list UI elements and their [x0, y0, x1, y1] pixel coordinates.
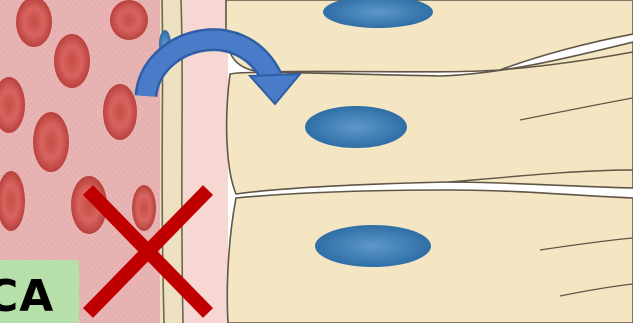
- red-blood-cell: [132, 185, 156, 231]
- label-box: CA: [0, 260, 79, 323]
- epithelial-cells: [226, 0, 633, 323]
- red-blood-cell: [54, 34, 90, 88]
- epithelial-nucleus: [315, 225, 431, 267]
- red-blood-cell: [110, 0, 148, 40]
- epithelial-cell-bottom: [227, 190, 633, 323]
- label-text: CA: [0, 272, 54, 322]
- epithelial-nucleus: [305, 106, 407, 148]
- red-blood-cell: [103, 84, 137, 140]
- red-blood-cell: [33, 112, 69, 172]
